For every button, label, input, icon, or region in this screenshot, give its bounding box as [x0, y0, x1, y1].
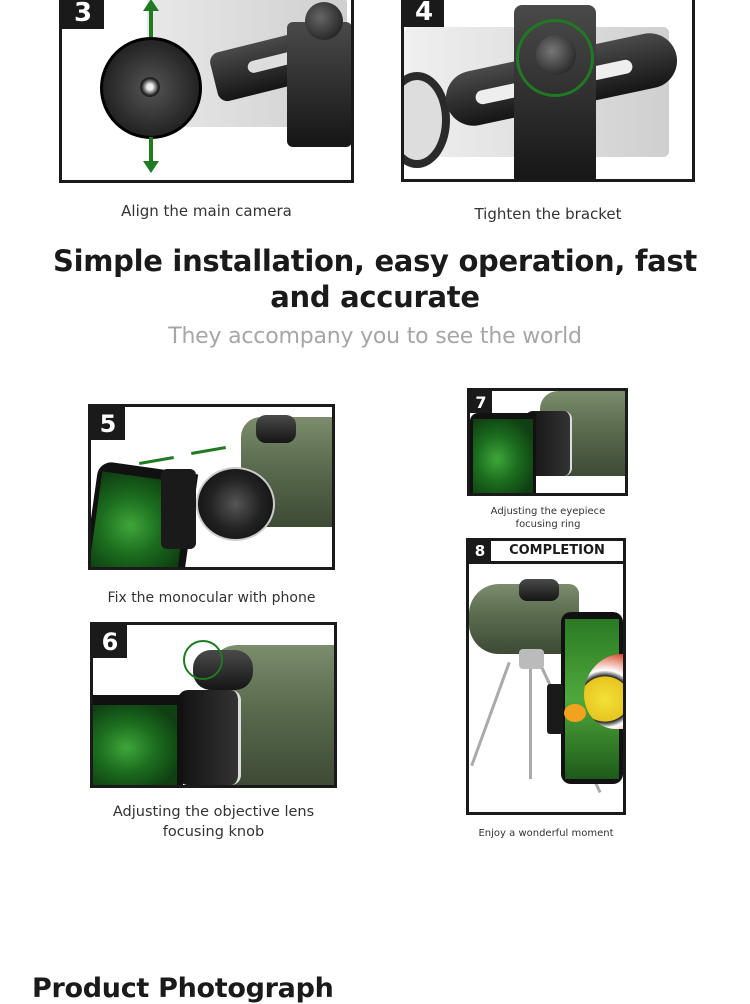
arrow-right-icon	[139, 455, 174, 466]
step-6-badge: 6	[93, 625, 127, 658]
step-3-panel: 3	[59, 0, 354, 183]
knob-icon	[536, 35, 576, 75]
headline-line-1: Simple installation, easy operation, fas…	[53, 244, 697, 278]
step-5-panel: 5	[88, 404, 335, 570]
step-7-caption-line-1: Adjusting the eyepiece	[490, 506, 606, 517]
step-4-panel: 4	[401, 0, 695, 182]
knob-icon	[305, 2, 343, 40]
eyepiece-ring-image	[470, 391, 625, 493]
monocular-phone-image	[91, 407, 332, 567]
step-7-badge: 7	[470, 391, 492, 413]
headline-line-2: and accurate	[270, 280, 480, 314]
phone-clip-image	[62, 0, 351, 180]
step-8-header: 8 COMPLETION	[469, 541, 623, 564]
step-8-panel: 8 COMPLETION	[466, 538, 626, 815]
step-4-badge: 4	[404, 0, 444, 27]
page-headline: Simple installation, easy operation, fas…	[0, 243, 750, 315]
step-5-badge: 5	[91, 407, 125, 440]
eyecup-icon	[100, 37, 202, 139]
step-6-caption-line-1: Adjusting the objective lens	[112, 804, 315, 820]
step-7-caption-line-2: focusing ring	[515, 519, 581, 530]
objective-knob-image	[93, 625, 334, 785]
arrow-left-icon	[191, 445, 226, 456]
product-photograph-title: Product Photograph	[32, 973, 334, 1004]
bracket-tighten-image	[404, 0, 692, 179]
step-7-panel: 7	[467, 388, 628, 496]
step-8-badge: 8	[469, 541, 491, 561]
rotate-arrow-icon	[183, 640, 223, 680]
step-3-caption: Align the main camera	[121, 202, 292, 220]
step-6-caption-line-2: focusing knob	[162, 824, 265, 840]
headline-subtitle: They accompany you to see the world	[168, 324, 582, 349]
completion-image	[469, 564, 623, 812]
step-5-caption: Fix the monocular with phone	[107, 590, 316, 606]
step-6-panel: 6	[90, 622, 337, 788]
step-3-badge: 3	[62, 0, 104, 29]
step-4-caption: Tighten the bracket	[474, 205, 622, 223]
step-8-title: COMPLETION	[509, 543, 605, 558]
arrow-down-icon	[149, 137, 153, 165]
step-6-caption: Adjusting the objective lens focusing kn…	[80, 802, 347, 842]
step-8-caption: Enjoy a wonderful moment	[478, 828, 614, 839]
rotate-arrow-icon	[516, 19, 594, 97]
step-7-caption: Adjusting the eyepiece focusing ring	[458, 505, 638, 531]
arrow-up-icon	[149, 7, 153, 37]
